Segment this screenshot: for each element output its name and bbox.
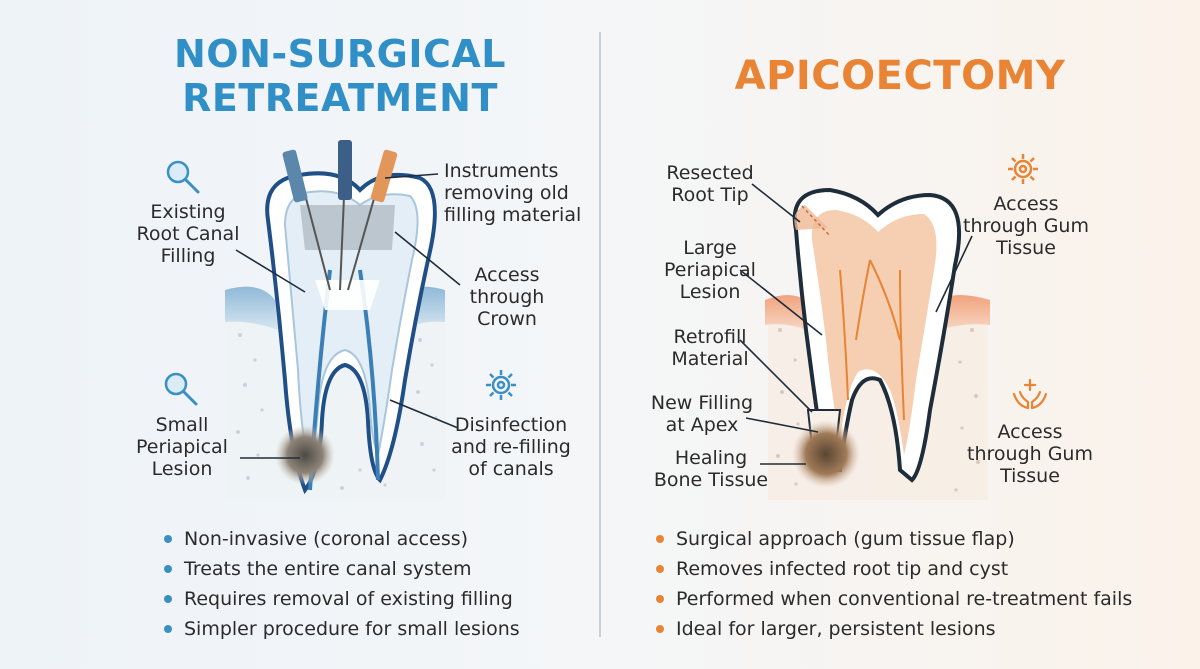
right-bullet-item: Removes infected root tip and cyst — [654, 554, 1132, 584]
left-leader-lines — [235, 173, 461, 459]
label-access-gum-top: Access through Gum Tissue — [963, 193, 1089, 259]
gear-icon — [1008, 154, 1038, 184]
right-bullet-list: Surgical approach (gum tissue flap) Remo… — [654, 524, 1132, 644]
left-bullet-item: Requires removal of existing filling — [162, 584, 520, 614]
label-retrofill: Retrofill Material — [671, 326, 749, 370]
magnifier-icon — [164, 372, 198, 406]
label-resected-tip: Resected Root Tip — [666, 162, 754, 206]
large-lesion — [792, 420, 860, 488]
right-title: APICOECTOMY — [734, 53, 1066, 99]
gear-icon — [486, 370, 516, 400]
label-disinfection: Disinfection and re-filling of canals — [451, 414, 571, 480]
left-bullet-item: Non-invasive (coronal access) — [162, 524, 520, 554]
label-existing-filling: Existing Root Canal Filling — [136, 201, 240, 267]
label-small-lesion: Small Periapical Lesion — [136, 414, 228, 480]
right-bullet-item: Surgical approach (gum tissue flap) — [654, 524, 1132, 554]
label-access-gum-bottom: Access through Gum Tissue — [967, 421, 1093, 487]
hands-plus-icon — [1012, 378, 1048, 410]
label-large-lesion: Large Periapical Lesion — [664, 237, 756, 303]
small-lesion — [275, 425, 335, 485]
gum-tissue — [225, 286, 278, 330]
non-surgical-retreatment-panel: NON-SURGICAL RETREATMENT — [136, 32, 582, 644]
instruments — [282, 140, 398, 291]
left-bullet-item: Simpler procedure for small lesions — [162, 614, 520, 644]
gum-tissue — [765, 295, 808, 330]
label-new-filling: New Filling at Apex — [650, 392, 754, 436]
left-title: NON-SURGICAL RETREATMENT — [173, 32, 506, 120]
label-instruments: Instruments removing old filling materia… — [444, 160, 582, 226]
label-healing-bone: Healing Bone Tissue — [653, 447, 769, 491]
right-bullet-item: Performed when conventional re-treatment… — [654, 584, 1132, 614]
magnifier-icon — [166, 160, 200, 194]
left-bullet-list: Non-invasive (coronal access) Treats the… — [162, 524, 520, 644]
left-bullet-item: Treats the entire canal system — [162, 554, 520, 584]
center-divider — [599, 32, 601, 637]
right-tooth-illustration — [739, 183, 990, 500]
right-bullet-item: Ideal for larger, persistent lesions — [654, 614, 1132, 644]
label-access-crown: Access through Crown — [469, 264, 545, 330]
right-leader-lines — [739, 183, 973, 465]
apicoectomy-panel: APICOECTOMY — [600, 0, 1200, 669]
left-tooth-illustration — [225, 140, 461, 500]
